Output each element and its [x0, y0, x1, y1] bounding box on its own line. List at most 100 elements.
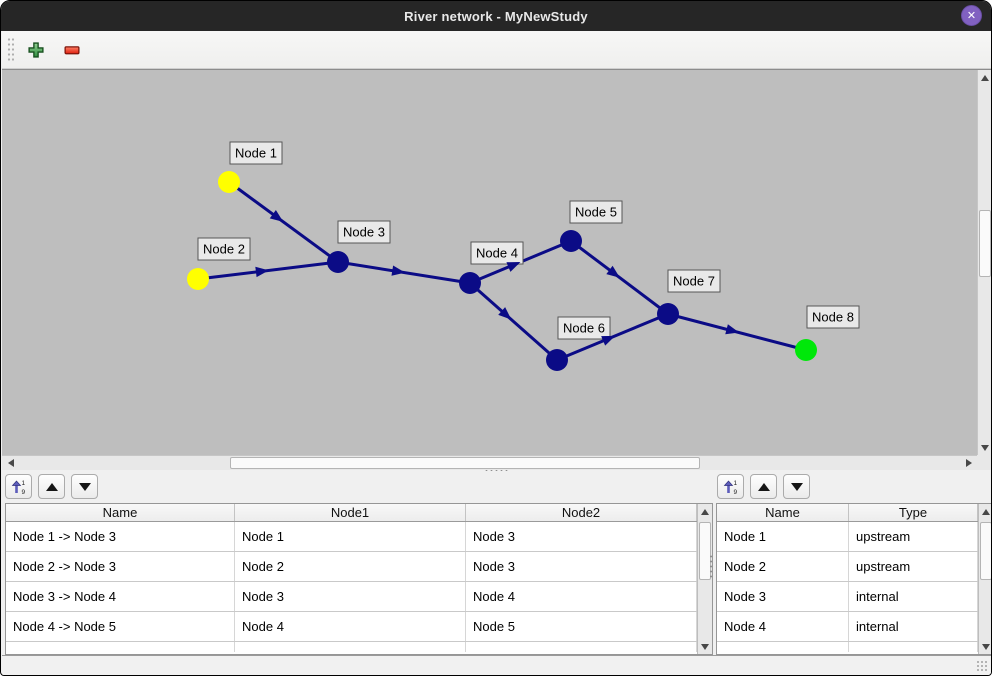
reach-sort-button[interactable]: 1 9 — [5, 474, 32, 499]
svg-text:1: 1 — [733, 480, 737, 487]
node-circle-node-5[interactable] — [560, 230, 582, 252]
reach-table-cell[interactable]: Node 2 — [235, 552, 466, 581]
up-triangle-icon — [45, 482, 58, 491]
reach-table-scrollbar[interactable] — [697, 504, 712, 654]
node-label-node-5: Node 5 — [569, 200, 623, 224]
node-table-cell[interactable]: internal — [849, 612, 978, 641]
reach-node-1-node-3[interactable] — [228, 180, 339, 264]
node-table-cell[interactable]: upstream — [849, 522, 978, 551]
canvas-vertical-scrollbar[interactable] — [977, 70, 991, 455]
node-label-node-4: Node 4 — [470, 241, 524, 265]
node-circle-node-7[interactable] — [657, 303, 679, 325]
node-circle-node-1[interactable] — [218, 171, 240, 193]
svg-text:9: 9 — [21, 489, 25, 495]
scroll-up-button[interactable] — [978, 70, 991, 85]
node-label-node-8: Node 8 — [806, 305, 860, 329]
scroll-left-button[interactable] — [3, 456, 18, 470]
reach-table-header-node1[interactable]: Node1 — [235, 504, 466, 521]
node-move-up-button[interactable] — [750, 474, 777, 499]
remove-node-button[interactable] — [58, 36, 86, 64]
node-table-cell[interactable]: Node 4 — [717, 612, 849, 641]
node-circle-node-3[interactable] — [327, 251, 349, 273]
sort-ascending-icon: 1 9 — [11, 480, 25, 495]
down-triangle-icon — [78, 482, 91, 491]
reach-table-header-node2[interactable]: Node2 — [466, 504, 697, 521]
node-table-header-type[interactable]: Type — [849, 504, 978, 521]
node-table-cell[interactable]: Node 1 — [717, 522, 849, 551]
scroll-up-button[interactable] — [979, 504, 991, 519]
reach-move-down-button[interactable] — [71, 474, 98, 499]
canvas-horizontal-scrollbar[interactable] — [2, 455, 977, 470]
node-table-cell[interactable]: upstream — [849, 552, 978, 581]
canvas-vscroll-thumb[interactable] — [979, 210, 991, 277]
node-table-cell[interactable]: internal — [849, 582, 978, 611]
node-label-node-7: Node 7 — [667, 269, 721, 293]
svg-text:Node 8: Node 8 — [812, 310, 854, 325]
reach-table-header-name[interactable]: Name — [6, 504, 235, 521]
reach-table-cell[interactable]: Node 1 -> Node 3 — [6, 522, 235, 551]
vertical-splitter-handle[interactable] — [709, 554, 714, 580]
scroll-down-button[interactable] — [979, 639, 991, 654]
toolbar-drag-handle[interactable] — [7, 36, 14, 63]
node-table-scrollbar[interactable] — [978, 504, 991, 654]
scroll-down-button[interactable] — [978, 440, 991, 455]
node-table-cell[interactable]: Node 2 — [717, 552, 849, 581]
title-bar[interactable]: River network - MyNewStudy ✕ — [1, 1, 991, 31]
canvas-hscroll-thumb[interactable] — [230, 457, 700, 469]
node-circle-node-8[interactable] — [795, 339, 817, 361]
scroll-up-button[interactable] — [698, 504, 712, 519]
node-move-down-button[interactable] — [783, 474, 810, 499]
reach-table-cell[interactable]: Node 4 -> Node 5 — [6, 612, 235, 641]
scroll-right-button[interactable] — [961, 456, 976, 470]
main-toolbar — [2, 31, 991, 69]
svg-text:Node 2: Node 2 — [203, 242, 245, 257]
reach-scroll-thumb[interactable] — [699, 522, 711, 580]
scroll-down-button[interactable] — [698, 639, 712, 654]
node-circle-node-6[interactable] — [546, 349, 568, 371]
plus-icon — [28, 41, 44, 58]
flow-arrow-icon — [601, 335, 616, 346]
svg-text:9: 9 — [733, 489, 737, 495]
window-resize-grip[interactable] — [976, 660, 989, 673]
add-node-button[interactable] — [22, 36, 50, 64]
status-bar — [2, 655, 991, 675]
node-table-header-name[interactable]: Name — [717, 504, 849, 521]
reach-table-cell[interactable]: Node 3 — [466, 522, 697, 551]
reach-table-cell[interactable]: Node 4 — [235, 612, 466, 641]
up-triangle-icon — [757, 482, 770, 491]
node-circle-node-4[interactable] — [459, 272, 481, 294]
close-button[interactable]: ✕ — [961, 5, 982, 26]
node-circle-node-2[interactable] — [187, 268, 209, 290]
node-sort-button[interactable]: 1 9 — [717, 474, 744, 499]
reach-table-cell[interactable]: Node 1 — [235, 522, 466, 551]
reach-table-cell[interactable]: Node 2 -> Node 3 — [6, 552, 235, 581]
node-scroll-thumb[interactable] — [980, 522, 991, 580]
reach-move-up-button[interactable] — [38, 474, 65, 499]
node-toolbar: 1 9 — [717, 474, 810, 499]
reach-table-cell[interactable]: Node 3 — [235, 582, 466, 611]
reach-table-cell[interactable]: Node 3 — [466, 552, 697, 581]
node-table-cell[interactable]: Node 3 — [717, 582, 849, 611]
svg-text:Node 7: Node 7 — [673, 274, 715, 289]
reach-table-cell[interactable]: Node 5 — [466, 612, 697, 641]
reach-table-cell[interactable]: Node 3 -> Node 4 — [6, 582, 235, 611]
reach-node-4-node-6[interactable] — [469, 281, 558, 362]
up-arrow-icon — [701, 508, 709, 515]
reach-table-cell[interactable]: Node 4 — [466, 582, 697, 611]
node-label-node-2: Node 2 — [197, 237, 251, 261]
reach-table-cell — [6, 642, 235, 652]
flow-arrow-icon — [498, 307, 512, 320]
